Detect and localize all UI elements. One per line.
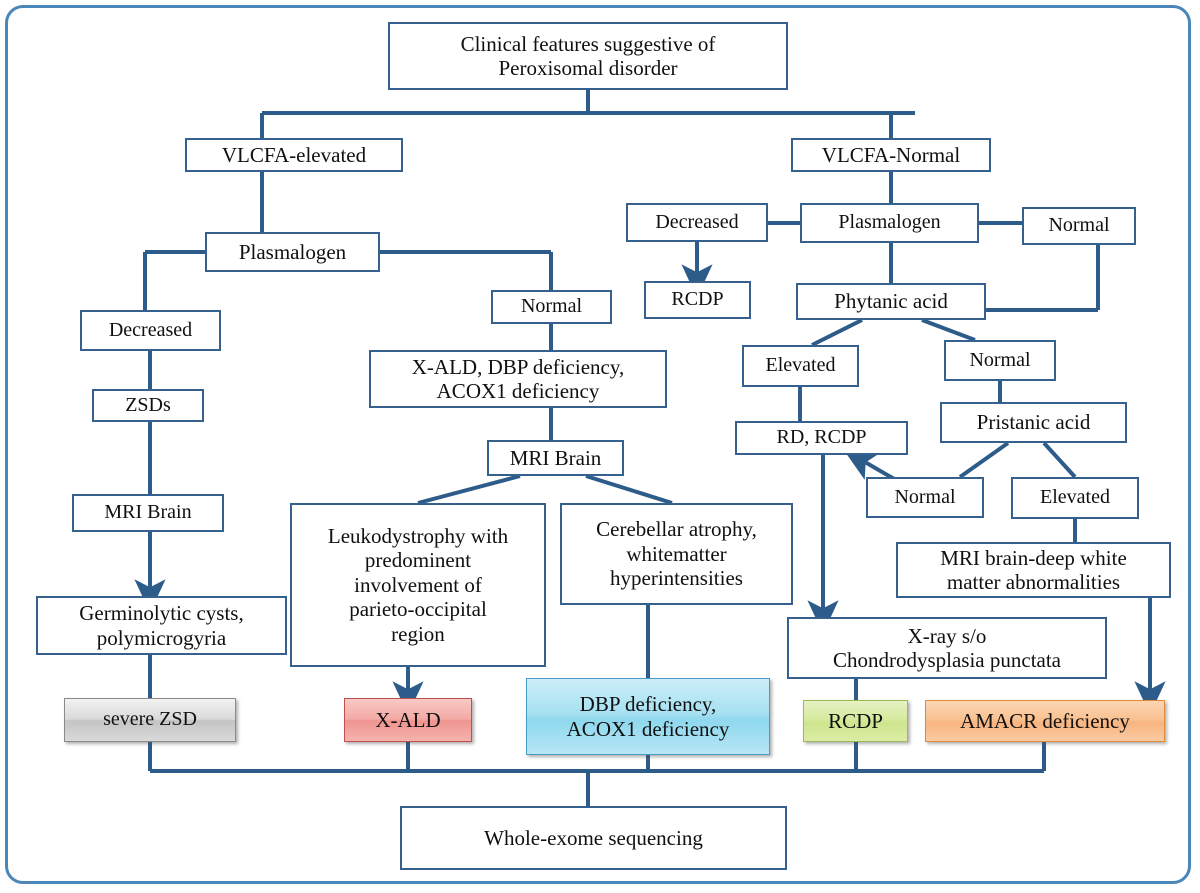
node-rcdp-top[interactable]: RCDP [644, 281, 751, 319]
outcome-dbp-acox1-label: DBP deficiency, ACOX1 deficiency [566, 692, 730, 741]
node-pristanic-acid[interactable]: Pristanic acid [940, 402, 1127, 443]
node-cerebellar-atrophy[interactable]: Cerebellar atrophy, whitematter hyperint… [560, 503, 793, 605]
node-germinolytic-cysts-label: Germinolytic cysts, polymicrogyria [79, 601, 244, 650]
node-elevated-phytanic-label: Elevated [765, 354, 836, 377]
node-xray-chondrodysplasia-label: X-ray s/o Chondrodysplasia punctata [832, 623, 1062, 672]
outcome-dbp-acox1[interactable]: DBP deficiency, ACOX1 deficiency [526, 678, 770, 755]
node-elevated-pristanic[interactable]: Elevated [1011, 477, 1139, 519]
node-normal-right-plasmalogen[interactable]: Normal [1022, 207, 1136, 245]
node-normal-pristanic-label: Normal [894, 485, 956, 508]
node-plasmalogen-right[interactable]: Plasmalogen [800, 203, 979, 243]
node-mri-brain-center-label: MRI Brain [509, 445, 602, 470]
node-pristanic-acid-label: Pristanic acid [976, 410, 1091, 435]
node-root-label: Clinical features suggestive of Peroxiso… [460, 31, 716, 80]
node-decreased-left-label: Decreased [108, 318, 193, 341]
node-leukodystrophy[interactable]: Leukodystrophy with predominent involvem… [290, 503, 546, 667]
node-plasmalogen-right-label: Plasmalogen [838, 211, 941, 234]
node-rd-rcdp-label: RD, RCDP [776, 426, 867, 449]
node-plasmalogen-left[interactable]: Plasmalogen [205, 232, 380, 272]
node-xray-chondrodysplasia[interactable]: X-ray s/o Chondrodysplasia punctata [787, 617, 1107, 679]
node-cerebellar-atrophy-label: Cerebellar atrophy, whitematter hyperint… [596, 517, 757, 591]
outcome-amacr-deficiency-label: AMACR deficiency [960, 708, 1130, 733]
node-normal-center[interactable]: Normal [491, 290, 612, 324]
node-vlcfa-normal[interactable]: VLCFA-Normal [791, 138, 991, 172]
node-normal-phytanic[interactable]: Normal [944, 340, 1056, 381]
node-decreased-right-label: Decreased [655, 210, 739, 233]
node-mri-deep-white-matter-label: MRI brain-deep white matter abnormalitie… [940, 545, 1127, 594]
node-vlcfa-elevated-label: VLCFA-elevated [221, 142, 367, 167]
node-decreased-right[interactable]: Decreased [626, 203, 768, 242]
node-phytanic-acid-label: Phytanic acid [834, 289, 948, 314]
node-rd-rcdp[interactable]: RD, RCDP [735, 421, 908, 455]
outcome-x-ald[interactable]: X-ALD [344, 698, 472, 742]
node-vlcfa-elevated[interactable]: VLCFA-elevated [185, 138, 403, 172]
outcome-severe-zsd[interactable]: severe ZSD [64, 698, 236, 742]
node-normal-right-plasmalogen-label: Normal [1048, 214, 1110, 237]
node-normal-center-label: Normal [520, 295, 583, 318]
node-whole-exome-sequencing-label: Whole-exome sequencing [484, 825, 703, 850]
node-vlcfa-normal-label: VLCFA-Normal [821, 142, 961, 167]
node-plasmalogen-left-label: Plasmalogen [238, 239, 347, 264]
node-xald-dbp-acox1-label: X-ALD, DBP deficiency, ACOX1 deficiency [411, 354, 625, 403]
node-mri-brain-left-label: MRI Brain [104, 501, 192, 524]
node-mri-brain-left[interactable]: MRI Brain [72, 494, 224, 532]
node-normal-phytanic-label: Normal [969, 348, 1031, 371]
node-leukodystrophy-label: Leukodystrophy with predominent involvem… [327, 524, 509, 646]
node-mri-brain-center[interactable]: MRI Brain [487, 440, 624, 476]
node-zsds[interactable]: ZSDs [92, 389, 204, 422]
outcome-x-ald-label: X-ALD [375, 707, 441, 732]
node-xald-dbp-acox1[interactable]: X-ALD, DBP deficiency, ACOX1 deficiency [369, 350, 667, 408]
outcome-rcdp[interactable]: RCDP [803, 700, 908, 742]
node-rcdp-top-label: RCDP [671, 288, 724, 311]
node-elevated-phytanic[interactable]: Elevated [742, 345, 859, 387]
node-zsds-label: ZSDs [125, 393, 171, 416]
node-decreased-left[interactable]: Decreased [80, 310, 221, 351]
outcome-amacr-deficiency[interactable]: AMACR deficiency [925, 700, 1165, 742]
outcome-severe-zsd-label: severe ZSD [103, 708, 197, 731]
node-phytanic-acid[interactable]: Phytanic acid [796, 283, 986, 320]
node-germinolytic-cysts[interactable]: Germinolytic cysts, polymicrogyria [36, 596, 287, 655]
node-mri-deep-white-matter[interactable]: MRI brain-deep white matter abnormalitie… [896, 542, 1171, 598]
node-root[interactable]: Clinical features suggestive of Peroxiso… [388, 22, 788, 90]
node-whole-exome-sequencing[interactable]: Whole-exome sequencing [400, 806, 787, 870]
node-elevated-pristanic-label: Elevated [1040, 486, 1110, 509]
outcome-rcdp-label: RCDP [828, 708, 883, 733]
node-normal-pristanic[interactable]: Normal [866, 477, 984, 518]
